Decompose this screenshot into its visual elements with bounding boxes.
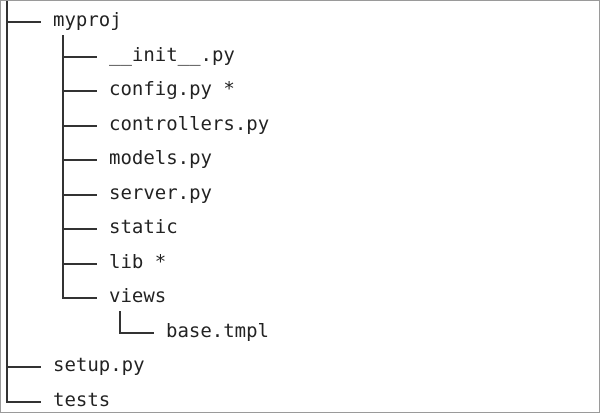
- tree-node: lib *: [109, 250, 167, 273]
- tree-node: models.py: [109, 147, 212, 169]
- tree-connector: [62, 90, 97, 92]
- tree-connector: [62, 228, 97, 230]
- tree-connector: [62, 55, 97, 58]
- tree-connector: [62, 159, 97, 161]
- tree-connector: [62, 297, 97, 299]
- tree-connector: [6, 366, 41, 368]
- tree-branch-line: [62, 35, 64, 298]
- tree-connector: [6, 400, 41, 403]
- tree-connector: [62, 262, 97, 265]
- tree-node: myproj: [53, 9, 122, 31]
- tree-branch-line: [119, 311, 121, 333]
- tree-node: static: [109, 216, 178, 238]
- tree-node: __init__.py: [109, 43, 235, 66]
- tree-node: setup.py: [53, 354, 145, 376]
- tree-connector: [6, 21, 41, 23]
- tree-node: server.py: [109, 181, 212, 204]
- tree-node: config.py *: [109, 78, 235, 100]
- tree-connector: [62, 124, 97, 127]
- tree-connector: [119, 331, 154, 334]
- tree-connector: [62, 193, 97, 196]
- tree-node: controllers.py: [109, 112, 270, 135]
- tree-branch-line: [6, 1, 8, 402]
- tree-node: tests: [53, 388, 111, 411]
- tree-node: base.tmpl: [166, 319, 269, 342]
- tree-node: views: [109, 285, 167, 307]
